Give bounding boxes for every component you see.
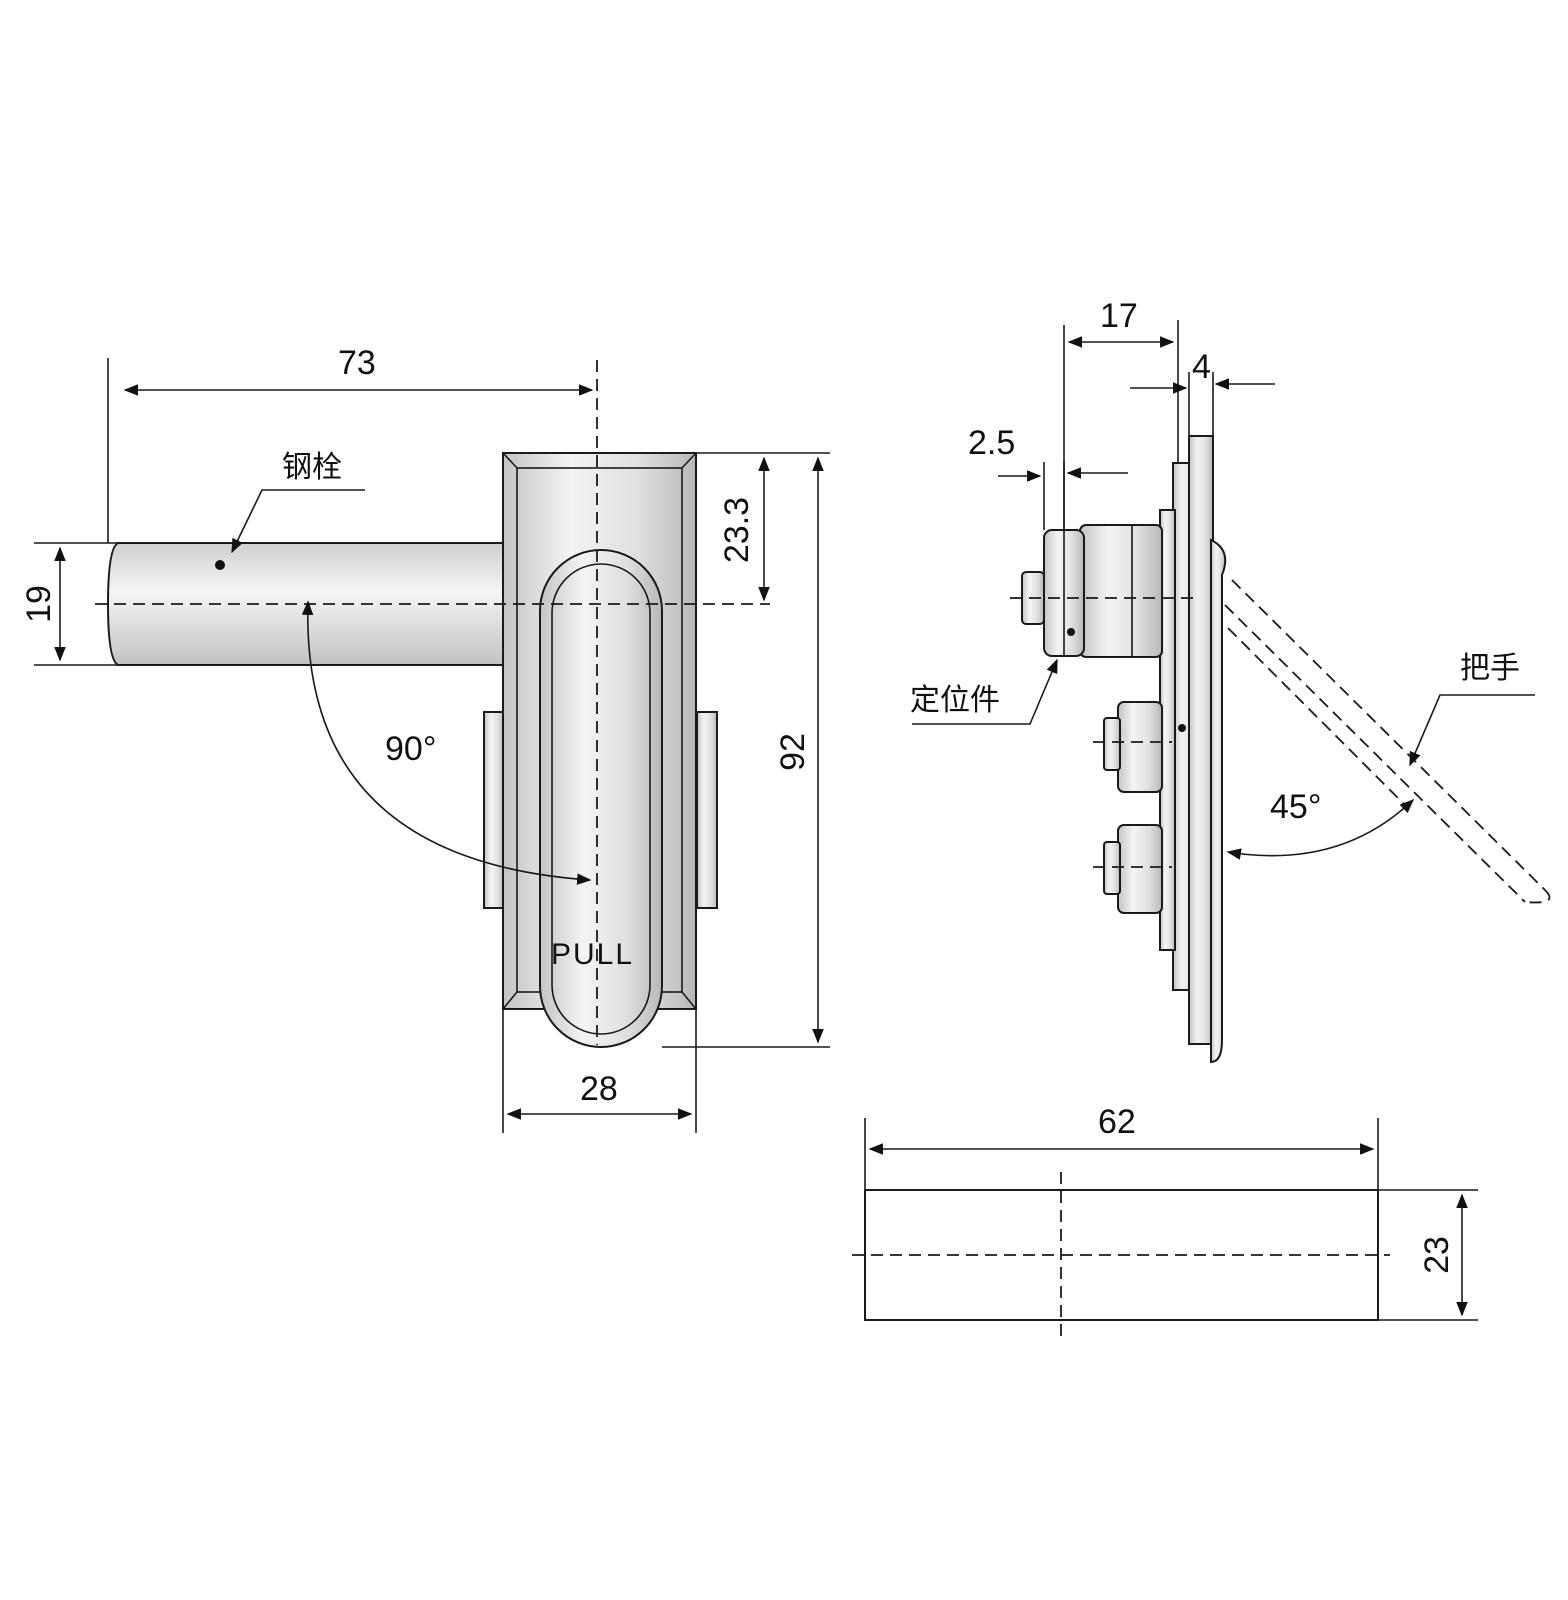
dim-73-label: 73 <box>338 344 376 382</box>
handle-leader <box>1409 694 1535 767</box>
handle-rotated-dashed <box>1224 579 1551 904</box>
bottom-view-outline <box>864 1189 1379 1321</box>
angle-45-label: 45° <box>1270 788 1321 826</box>
dim-62-label: 62 <box>1098 1103 1136 1141</box>
dim-19-label: 19 <box>20 585 58 623</box>
angle-90-label: 90° <box>385 730 436 768</box>
dim-2-5-label: 2.5 <box>968 424 1015 462</box>
steel-bolt-label: 钢栓 <box>282 450 342 485</box>
lever-edge <box>1210 538 1227 1064</box>
lock-cylinder <box>1079 524 1163 658</box>
locator-leader <box>912 658 1058 725</box>
bolt-marker <box>215 560 225 570</box>
right-tab <box>696 711 718 909</box>
upper-stud <box>1117 701 1163 793</box>
angle-45-arc <box>1226 799 1415 860</box>
handle-pull-text: PULL <box>551 938 634 971</box>
lower-stud <box>1117 824 1163 914</box>
dim-23-3-label: 23.3 <box>718 497 756 563</box>
locator-label: 定位件 <box>910 683 1000 718</box>
front-view: PULL 73 19 23.3 92 28 90° 钢栓 <box>20 344 830 1133</box>
steel-bolt-leader <box>231 489 365 554</box>
dim-92-label: 92 <box>774 733 812 771</box>
dim-17-label: 17 <box>1100 297 1138 335</box>
dim-23-label: 23 <box>1418 1236 1456 1274</box>
handle-label: 把手 <box>1460 651 1520 686</box>
bottom-view: 62 23 <box>852 1103 1478 1340</box>
side-view: 17 4 2.5 45° 定位件 把手 <box>910 297 1551 1064</box>
angle-90-arc <box>301 600 592 885</box>
front-plate <box>1188 435 1214 1045</box>
dim-4-label: 4 <box>1192 348 1211 386</box>
left-tab <box>483 711 505 909</box>
dim-28-label: 28 <box>580 1070 618 1108</box>
pull-handle <box>539 549 663 1048</box>
